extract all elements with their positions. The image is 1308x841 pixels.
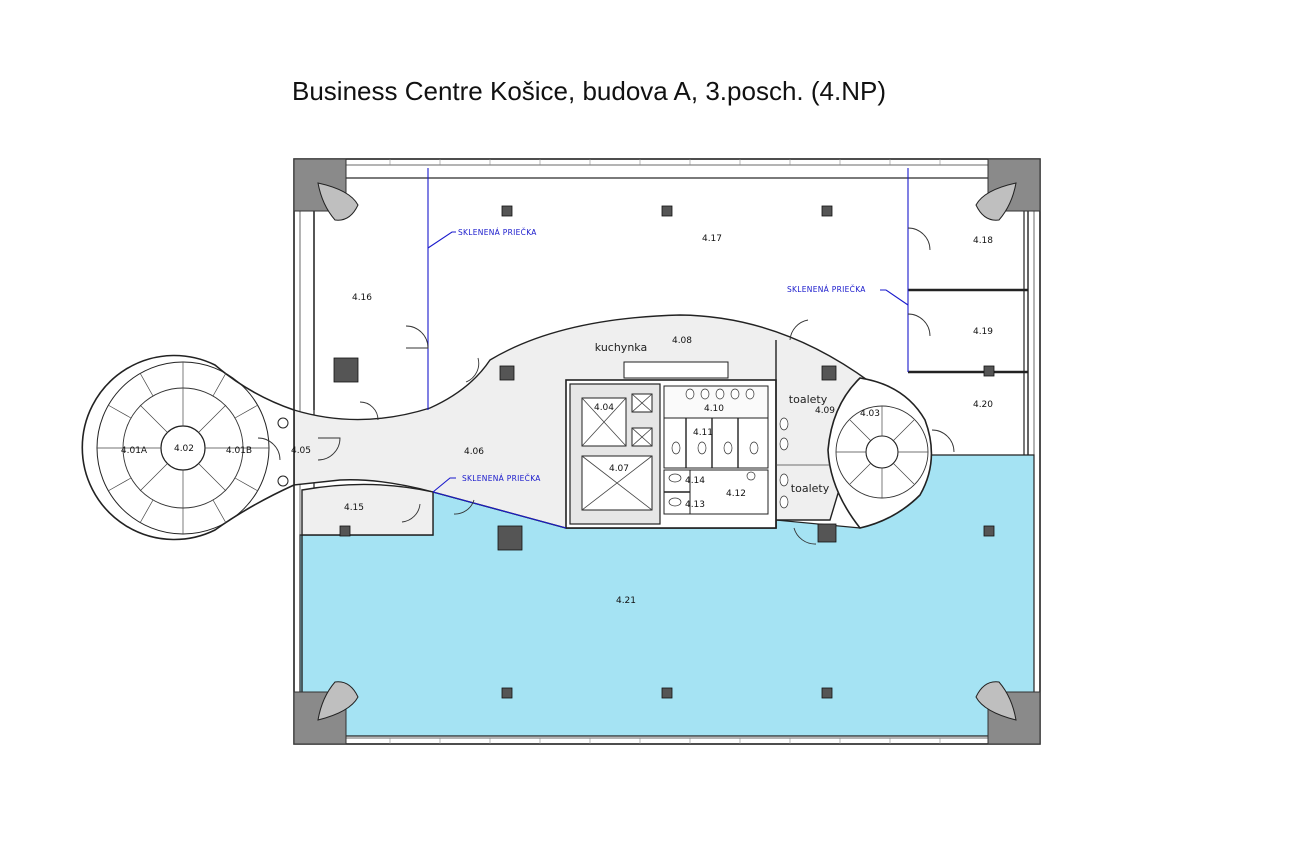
- room-label-4-20: 4.20: [973, 400, 993, 410]
- columns: [333, 205, 995, 699]
- room-label-4-12: 4.12: [726, 489, 746, 499]
- doors: [257, 227, 955, 545]
- room-label-4-21: 4.21: [616, 596, 636, 606]
- room-label-4-11: 4.11: [693, 428, 713, 438]
- room-label-4-14: 4.14: [685, 476, 705, 486]
- note-glass-partition-2: SKLENENÁ PRIEČKA: [787, 285, 866, 294]
- stair-tower-right: [827, 377, 933, 529]
- room-label-4-09: 4.09: [815, 406, 835, 416]
- room-label-4-01b: 4.01B: [226, 446, 252, 456]
- room-label-4-13: 4.13: [685, 500, 705, 510]
- room-label-4-01a: 4.01A: [121, 446, 148, 456]
- room-label-4-02: 4.02: [174, 444, 194, 454]
- note-glass-partition-3: SKLENENÁ PRIEČKA: [462, 474, 541, 483]
- room-label-4-05: 4.05: [291, 446, 311, 456]
- room-name-toilets-upper: toalety: [789, 393, 828, 406]
- room-label-4-03: 4.03: [860, 409, 880, 419]
- note-glass-partition-1: SKLENENÁ PRIEČKA: [458, 228, 537, 237]
- room-label-4-18: 4.18: [973, 236, 993, 246]
- corner-pillars: [293, 158, 1041, 745]
- room-label-4-08: 4.08: [672, 336, 692, 346]
- room-label-4-19: 4.19: [973, 327, 993, 337]
- room-label-4-15: 4.15: [344, 503, 364, 513]
- room-label-4-17: 4.17: [702, 234, 722, 244]
- room-4-15: [301, 483, 434, 536]
- room-label-4-07: 4.07: [609, 464, 629, 474]
- room-label-4-10: 4.10: [704, 404, 724, 414]
- room-name-toilets-lower: toalety: [791, 482, 830, 495]
- notes: SKLENENÁ PRIEČKA SKLENENÁ PRIEČKA SKLENE…: [458, 228, 866, 483]
- stair-tower-left: [81, 354, 295, 541]
- room-labels: 4.01A 4.02 4.01B 4.03 4.04 4.05 4.06 4.0…: [121, 234, 993, 606]
- room-label-4-04: 4.04: [594, 403, 614, 413]
- service-core: [565, 361, 789, 529]
- room-name-labels: kuchynka toalety toalety: [595, 341, 830, 495]
- room-label-4-16: 4.16: [352, 293, 372, 303]
- page-title: Business Centre Košice, budova A, 3.posc…: [292, 76, 886, 106]
- glass-leaders: [427, 231, 909, 529]
- room-label-4-06: 4.06: [464, 447, 484, 457]
- room-name-kitchen: kuchynka: [595, 341, 647, 354]
